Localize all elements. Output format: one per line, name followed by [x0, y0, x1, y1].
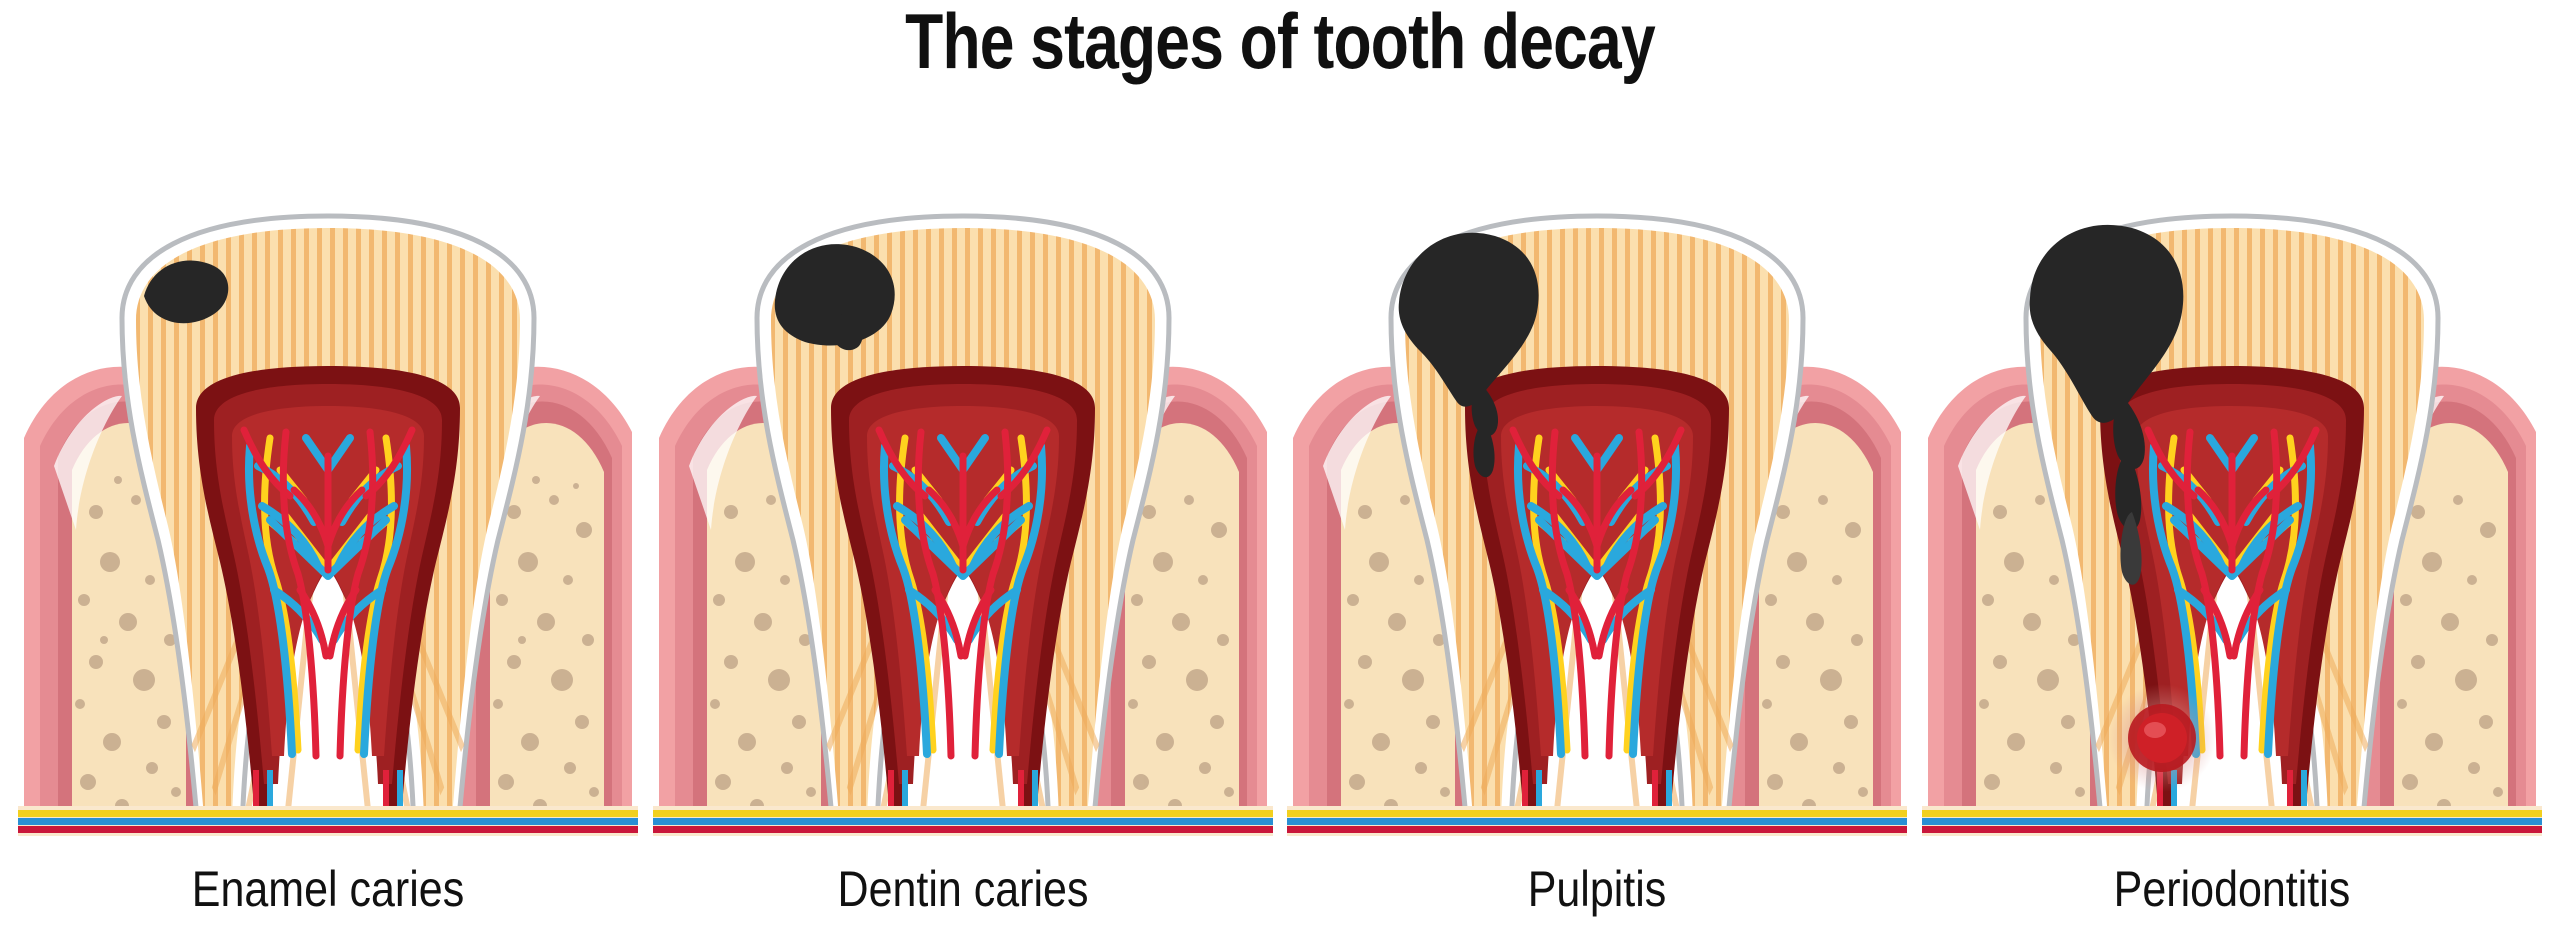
tooth-pulp: [2099, 366, 2364, 806]
tooth-pulp: [1465, 366, 1730, 806]
tooth-figure-dentin-caries: [652, 170, 1273, 840]
stages-row: Enamel caries: [0, 170, 2560, 933]
periapical-abscess-icon: [2107, 684, 2216, 792]
stage-panel-enamel-caries[interactable]: Enamel caries: [18, 170, 638, 920]
base-strip: [18, 806, 638, 836]
artery-network: [875, 426, 1051, 760]
page-title: The stages of tooth decay: [905, 0, 1656, 85]
gum-bone-left: [1927, 366, 2118, 830]
artery-network: [2144, 426, 2320, 760]
stage-caption-enamel-caries: Enamel caries: [191, 861, 465, 917]
tooth-figure-pulpitis: [1287, 170, 1908, 840]
base-strip: [1921, 806, 2542, 836]
base-strip: [1287, 806, 1908, 836]
enamel-caries-lesion-icon: [144, 260, 229, 324]
tooth-pulp: [830, 366, 1095, 806]
stage-caption-periodontitis: Periodontitis: [2113, 861, 2351, 917]
tooth-figure-enamel-caries: [18, 170, 638, 840]
stage-panel-pulpitis[interactable]: Pulpitis: [1287, 170, 1908, 920]
stage-panel-dentin-caries[interactable]: Dentin caries: [652, 170, 1273, 920]
dentin-caries-lesion-icon: [774, 244, 895, 351]
base-strip: [652, 806, 1273, 836]
stage-panel-periodontitis[interactable]: Periodontitis: [1921, 170, 2542, 920]
stage-caption-dentin-caries: Dentin caries: [837, 861, 1089, 917]
tooth-pulp: [196, 366, 460, 806]
artery-network: [1509, 426, 1685, 760]
artery-network: [240, 426, 416, 760]
periodontitis-lesion-icon: [2029, 224, 2184, 585]
tooth-figure-periodontitis: [1921, 170, 2542, 840]
stage-caption-pulpitis: Pulpitis: [1528, 861, 1667, 917]
pulpitis-lesion-icon: [1399, 232, 1539, 478]
